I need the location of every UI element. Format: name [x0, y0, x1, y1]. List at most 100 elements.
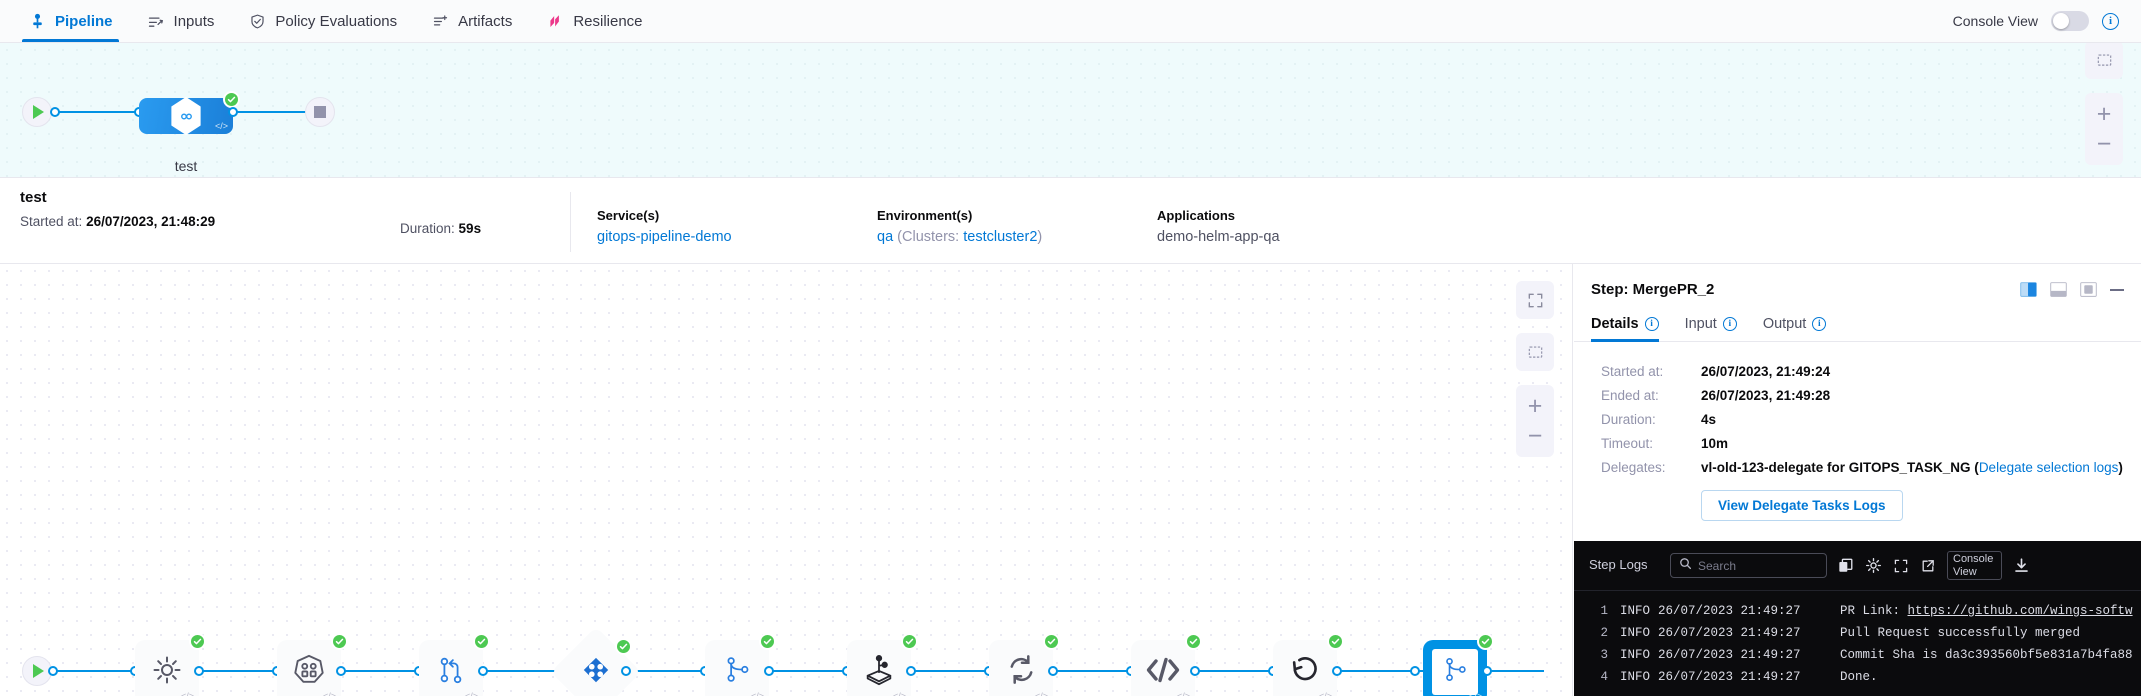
- info-icon[interactable]: i: [2102, 12, 2119, 30]
- panel-left-icon[interactable]: [2080, 282, 2097, 297]
- tab-details-label: Details: [1591, 316, 1639, 332]
- log-line: 4 INFO 26/07/2023 21:49:27 Done.: [1574, 666, 2141, 688]
- log-search-input[interactable]: [1698, 558, 1818, 573]
- delegate-selection-logs-link[interactable]: Delegate selection logs: [1978, 460, 2119, 475]
- git-merge-icon: [722, 654, 753, 690]
- environment-link[interactable]: qa: [877, 229, 894, 245]
- step-node-harness-approval[interactable]: [550, 626, 642, 696]
- view-delegate-tasks-logs-button[interactable]: View Delegate Tasks Logs: [1701, 490, 1903, 521]
- stage-node-test[interactable]: </>: [139, 91, 240, 135]
- detail-key: Started at:: [1601, 364, 1664, 379]
- download-icon[interactable]: [2013, 557, 2030, 574]
- applications-column: Applications demo-helm-app-qa: [1131, 189, 1451, 245]
- tab-output[interactable]: Output i: [1763, 316, 1827, 341]
- minimize-icon[interactable]: [2110, 288, 2124, 291]
- panel-layout-controls: [2020, 282, 2124, 297]
- status-badge-success: [901, 633, 918, 650]
- info-icon[interactable]: i: [1644, 317, 1659, 331]
- zoom-in-button[interactable]: +: [1527, 391, 1543, 420]
- detail-key: Ended at:: [1601, 388, 1659, 403]
- search-icon: [1679, 557, 1692, 575]
- tab-inputs-label: Inputs: [173, 12, 215, 30]
- console-view-chip[interactable]: Console View: [1947, 550, 2002, 581]
- graph-end-node[interactable]: [305, 97, 335, 127]
- connector-dot: [1410, 666, 1420, 676]
- selected-icon-holder: [1432, 649, 1478, 695]
- log-line-list[interactable]: 1 INFO 26/07/2023 21:49:27 PR Link: http…: [1574, 591, 2141, 696]
- fullscreen-button[interactable]: [1516, 281, 1554, 319]
- panel-right-icon[interactable]: [2020, 282, 2037, 297]
- service-link[interactable]: gitops-pipeline-demo: [597, 229, 732, 245]
- tab-policy-evaluations[interactable]: Policy Evaluations: [246, 0, 399, 42]
- connector-dot: [1048, 666, 1058, 676]
- info-icon[interactable]: i: [1812, 317, 1827, 331]
- play-icon: [33, 105, 44, 119]
- started-at-label: Started at:: [20, 214, 83, 229]
- zoom-out-button[interactable]: −: [2096, 129, 2112, 158]
- status-badge-success: [615, 638, 632, 655]
- step-detail-title: Step: MergePR_2: [1591, 281, 1715, 298]
- step-node-fetch-linked-apps[interactable]: </>: [847, 633, 918, 696]
- info-icon[interactable]: i: [1722, 317, 1737, 331]
- step-node-service[interactable]: </>: [135, 633, 206, 696]
- fullscreen-icon[interactable]: [1893, 558, 1909, 574]
- status-badge-success: [1043, 633, 1060, 650]
- detail-value: 26/07/2023, 21:49:24: [1701, 364, 1831, 379]
- detail-row-duration: Duration: 4s: [1601, 412, 2124, 427]
- status-badge-success: [759, 633, 776, 650]
- fit-to-screen-button[interactable]: [1516, 333, 1554, 371]
- console-view-toggle[interactable]: [2051, 11, 2089, 31]
- zoom-controls[interactable]: + −: [1516, 385, 1554, 457]
- tab-artifacts[interactable]: Artifacts: [429, 0, 514, 42]
- branch-merge-icon: [435, 654, 467, 691]
- gear-icon[interactable]: [1865, 557, 1882, 574]
- status-badge-success: [1327, 633, 1344, 650]
- detail-value: 10m: [1701, 436, 1729, 451]
- zoom-in-button[interactable]: +: [2096, 99, 2112, 128]
- panel-bottom-icon[interactable]: [2050, 282, 2067, 297]
- tab-details[interactable]: Details i: [1591, 316, 1659, 342]
- connector-dot: [1332, 666, 1342, 676]
- step-node-merge-pr[interactable]: </>: [705, 633, 776, 696]
- step-node-gitopsclusters[interactable]: </>: [277, 633, 348, 696]
- tab-resilience[interactable]: Resilience: [544, 0, 644, 42]
- detail-key: Delegates:: [1601, 460, 1666, 475]
- connector-dot: [1190, 666, 1200, 676]
- code-glyph-icon: </>: [1176, 691, 1190, 696]
- step-node-update-release-repo[interactable]: </>: [419, 633, 490, 696]
- fit-to-screen-button[interactable]: [2085, 43, 2123, 79]
- tab-input[interactable]: Input i: [1685, 316, 1737, 341]
- connector-dot: [48, 666, 58, 676]
- step-node-shellscript-1[interactable]: </>: [1131, 633, 1202, 696]
- copy-icon[interactable]: [1838, 558, 1854, 574]
- detail-key: Duration:: [1601, 412, 1656, 427]
- status-badge-success: [331, 633, 348, 650]
- stage-node-label: test: [174, 158, 198, 174]
- divider: [570, 192, 571, 252]
- log-search-box[interactable]: [1670, 553, 1827, 578]
- code-brackets-icon: [1145, 655, 1181, 690]
- step-detail-body: Started at: 26/07/2023, 21:49:24 Ended a…: [1574, 342, 2141, 696]
- log-line-message: PR Link: https://github.com/wings-softw: [1818, 604, 2133, 618]
- pr-link[interactable]: https://github.com/wings-softw: [1907, 604, 2133, 618]
- execution-graph-canvas[interactable]: </> Service </> GitopsCluste: [0, 264, 1573, 696]
- graph-start-node[interactable]: [22, 97, 52, 127]
- step-node-revertpr-1[interactable]: </>: [1273, 633, 1344, 696]
- cluster-link[interactable]: testcluster2: [963, 229, 1038, 245]
- zoom-controls[interactable]: + −: [2085, 93, 2123, 165]
- zoom-out-button[interactable]: −: [1527, 421, 1543, 450]
- step-node-mergepr-2[interactable]: </>: [1423, 633, 1494, 696]
- step-node-sync[interactable]: </>: [989, 633, 1060, 696]
- open-external-icon[interactable]: [1920, 558, 1936, 574]
- log-line-level: INFO: [1620, 626, 1651, 640]
- tab-pipeline[interactable]: Pipeline: [22, 0, 119, 42]
- connector-dot: [621, 666, 631, 676]
- connector-dot: [336, 666, 346, 676]
- log-line-number: 2: [1600, 626, 1608, 640]
- tab-inputs[interactable]: Inputs: [145, 0, 217, 42]
- gear-icon: [151, 654, 183, 691]
- log-line: 2 INFO 26/07/2023 21:49:27 Pull Request …: [1574, 622, 2141, 644]
- connector-dot: [1482, 666, 1492, 676]
- environments-column: Environment(s) qa (Clusters: testcluster…: [851, 189, 1131, 245]
